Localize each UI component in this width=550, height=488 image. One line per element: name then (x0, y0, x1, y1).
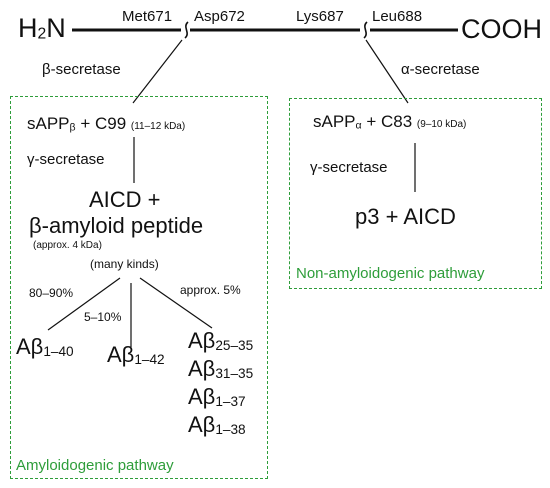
p3-aicd-label: p3 + AICD (355, 204, 456, 229)
beta-cleavage-connector (132, 39, 183, 104)
amyloidogenic-pathway-title: Amyloidogenic pathway (16, 457, 174, 474)
alpha-secretase-label: α-secretase (401, 61, 480, 78)
abeta-1-42-label: Aβ1–42 (107, 342, 165, 368)
gamma-secretase-label-left: γ-secretase (27, 151, 105, 168)
percent-1-40-label: 80–90% (29, 286, 74, 300)
beta-amyloid-peptide-label: β-amyloid peptide (29, 213, 204, 238)
non-amyloidogenic-pathway-box (289, 98, 542, 289)
percent-1-42-label: 5–10% (84, 310, 122, 324)
branch-line-other (139, 277, 213, 329)
peptide-size-label: (approx. 4 kDa) (33, 240, 102, 251)
percent-other-label: approx. 5% (180, 283, 241, 297)
beta-cleavage-mark (184, 21, 189, 39)
non-amyloidogenic-pathway-title: Non-amyloidogenic pathway (296, 265, 485, 282)
site-label-lys687: Lys687 (296, 8, 344, 25)
c83-size-label: (9–10 kDa) (416, 119, 467, 130)
many-kinds-label: (many kinds) (90, 257, 159, 271)
c-terminus-label: COOH (461, 14, 542, 44)
abeta-25-35-label: Aβ25–35 (188, 328, 254, 354)
n-terminus-label: H2N (18, 13, 66, 43)
abeta-1-38-label: Aβ1–38 (188, 412, 246, 438)
sappa-c83-label: sAPPα + C83 (9–10 kDa) (313, 112, 467, 132)
abeta-31-35-label: Aβ31–35 (188, 356, 254, 382)
alpha-cleavage-connector (365, 39, 409, 104)
amyloidogenic-pathway-box (10, 96, 268, 479)
aicd-plus-label: AICD + (89, 187, 161, 212)
branch-line-1-40 (47, 277, 121, 331)
c99-size-label: (11–12 kDa) (130, 121, 186, 132)
gamma-secretase-label-right: γ-secretase (310, 159, 388, 176)
beta-secretase-label: β-secretase (42, 61, 121, 78)
site-label-leu688: Leu688 (372, 8, 423, 25)
alpha-cleavage-mark (363, 21, 368, 39)
abeta-1-40-label: Aβ1–40 (16, 334, 74, 360)
abeta-1-37-label: Aβ1–37 (188, 384, 246, 410)
site-label-asp672: Asp672 (194, 8, 245, 25)
site-label-met671: Met671 (122, 8, 173, 25)
sappb-c99-label: sAPPβ + C99 (11–12 kDa) (27, 114, 186, 134)
